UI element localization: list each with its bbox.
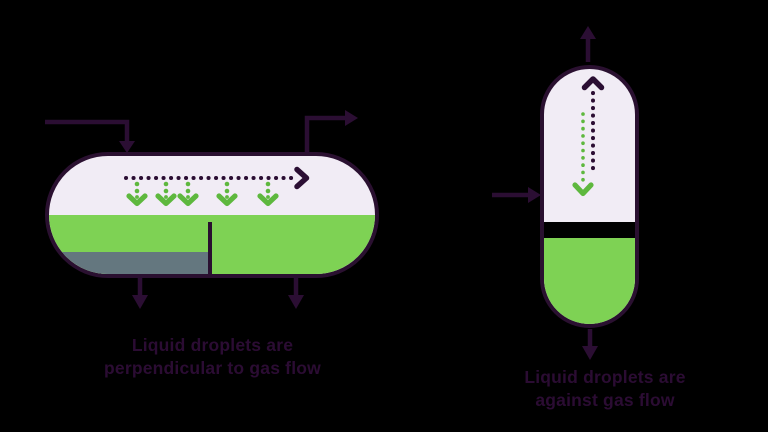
liquid-layer	[544, 238, 635, 324]
horizontal-separator-vessel	[45, 152, 379, 278]
gas-outlet-top-arrow-icon	[580, 26, 596, 62]
horizontal-separator-caption: Liquid droplets are perpendicular to gas…	[60, 334, 365, 380]
inlet-arrow-icon	[492, 187, 541, 203]
vertical-separator-caption: Liquid droplets are against gas flow	[480, 366, 730, 412]
weir-baffle	[208, 222, 212, 274]
inlet-pipe-arrow-icon	[45, 119, 135, 153]
gas-outlet-pipe-arrow-icon	[304, 110, 358, 153]
caption-line: Liquid droplets are	[524, 367, 686, 387]
vertical-separator-vessel	[540, 65, 639, 328]
heavy-liquid-layer	[49, 252, 209, 274]
caption-line: Liquid droplets are	[131, 335, 294, 355]
bottom-outlet-arrow-left-icon	[132, 277, 148, 309]
vessel-divider-band	[544, 222, 635, 238]
caption-line: perpendicular to gas flow	[104, 358, 321, 378]
bottom-outlet-arrow-right-icon	[288, 277, 304, 309]
caption-line: against gas flow	[535, 390, 675, 410]
liquid-outlet-bottom-arrow-icon	[582, 329, 598, 360]
